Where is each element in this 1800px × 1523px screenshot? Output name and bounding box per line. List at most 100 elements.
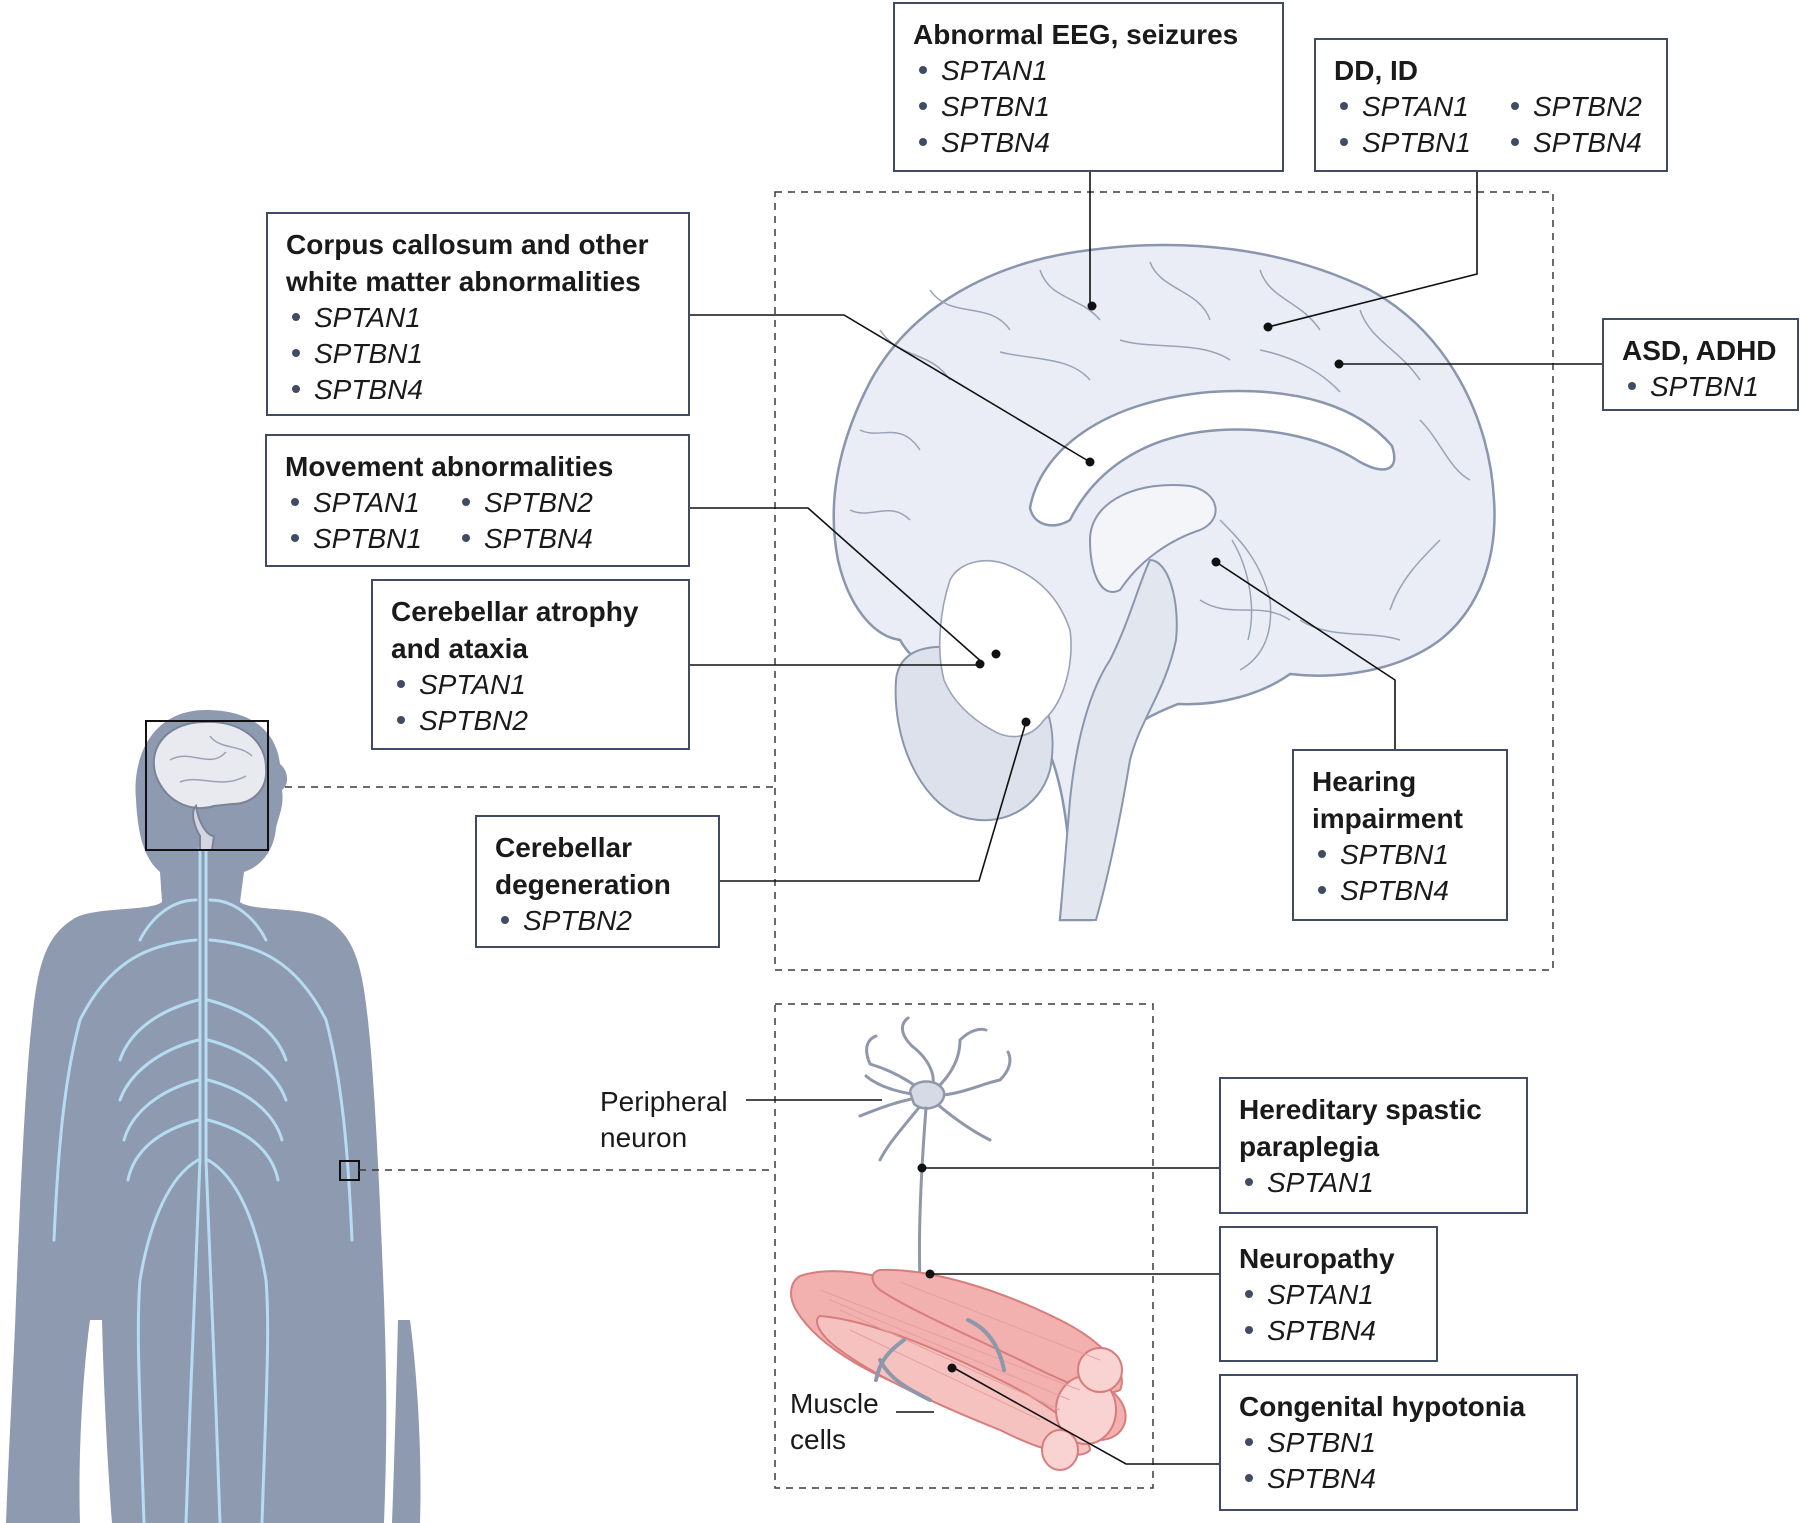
callout-title-line: Cerebellar (495, 832, 632, 863)
bullet-icon (1318, 849, 1326, 858)
gene-item: SPTBN4 (913, 125, 1264, 161)
gene-name: SPTBN1 (1362, 127, 1471, 158)
gene-item: SPTAN1 (913, 53, 1264, 89)
callout-hereditary-spastic-paraplegia: Hereditary spastic paraplegia SPTAN1 (1219, 1077, 1528, 1214)
gene-item: SPTBN1 (286, 336, 670, 372)
gene-name: SPTAN1 (941, 55, 1048, 86)
callout-title-line: impairment (1312, 803, 1463, 834)
callout-title-line: Hearing (1312, 766, 1417, 797)
gene-item: SPTBN4 (1239, 1313, 1418, 1349)
brain-sagittal-icon (832, 243, 1496, 922)
bullet-icon (1340, 101, 1348, 110)
gene-item: SPTBN1 (1239, 1425, 1558, 1461)
bullet-icon (919, 65, 927, 74)
callout-title: Movement abnormalities (285, 451, 614, 482)
bullet-icon (291, 533, 299, 542)
gene-list: SPTAN1 SPTBN2 SPTBN1 SPTBN4 (285, 485, 670, 557)
gene-item: SPTBN1 (285, 521, 422, 557)
gene-name: SPTAN1 (314, 302, 421, 333)
bullet-icon (397, 715, 405, 724)
gene-item: SPTBN1 (913, 89, 1264, 125)
gene-item: SPTBN4 (1239, 1461, 1558, 1497)
gene-item: SPTBN4 (456, 521, 593, 557)
bullet-icon (919, 101, 927, 110)
gene-item: SPTBN2 (495, 903, 700, 939)
gene-name: SPTBN2 (523, 905, 632, 936)
callout-title: Neuropathy (1239, 1243, 1395, 1274)
gene-name: SPTBN4 (314, 374, 423, 405)
callout-title-line: degeneration (495, 869, 671, 900)
gene-name: SPTBN4 (1267, 1463, 1376, 1494)
small-brain-icon (153, 720, 268, 851)
gene-list: SPTAN1 SPTBN4 (1239, 1277, 1418, 1349)
human-silhouette-icon (6, 710, 421, 1523)
callout-asd-adhd: ASD, ADHD SPTBN1 (1602, 318, 1799, 411)
leader-lines (689, 171, 1604, 1465)
gene-name: SPTAN1 (313, 487, 420, 518)
zoom-frames (285, 191, 1554, 1489)
head-zoom-box (145, 720, 269, 851)
bullet-icon (292, 348, 300, 357)
callout-eeg-seizures: Abnormal EEG, seizures SPTAN1 SPTBN1 SPT… (893, 2, 1284, 172)
bullet-icon (919, 137, 927, 146)
gene-item: SPTBN4 (286, 372, 670, 408)
callout-title-line: and ataxia (391, 633, 528, 664)
gene-list: SPTAN1 SPTBN1 SPTBN4 (286, 300, 670, 408)
gene-list: SPTAN1 SPTBN2 SPTBN1 SPTBN4 (1334, 89, 1648, 161)
gene-item: SPTBN2 (391, 703, 670, 739)
bullet-icon (397, 679, 405, 688)
callout-cerebellar-degeneration: Cerebellar degeneration SPTBN2 (475, 815, 720, 948)
gene-name: SPTBN1 (1650, 371, 1759, 402)
bullet-icon (1510, 101, 1519, 110)
gene-name: SPTBN2 (419, 705, 528, 736)
muscle-cells-label-line2: cells (790, 1424, 847, 1455)
callout-dd-id: DD, ID SPTAN1 SPTBN2 SPTBN1 SPTBN4 (1314, 38, 1668, 172)
bullet-icon (461, 533, 470, 542)
callout-congenital-hypotonia: Congenital hypotonia SPTBN1 SPTBN4 (1219, 1374, 1578, 1511)
callout-title: Abnormal EEG, seizures (913, 19, 1239, 50)
callout-cerebellar-atrophy: Cerebellar atrophy and ataxia SPTAN1 SPT… (371, 579, 690, 750)
gene-name: SPTBN2 (483, 487, 593, 518)
gene-item: SPTAN1 (286, 300, 670, 336)
gene-item: SPTBN2 (1505, 89, 1642, 125)
bullet-icon (1318, 885, 1326, 894)
leader-line-endpoints (917, 301, 1344, 1373)
gene-item: SPTBN4 (1312, 873, 1488, 909)
gene-name: SPTBN4 (1532, 127, 1642, 158)
gene-item: SPTAN1 (391, 667, 670, 703)
gene-name: SPTBN1 (1267, 1427, 1376, 1458)
callout-title-line: paraplegia (1239, 1131, 1380, 1162)
gene-name: SPTBN4 (1267, 1315, 1376, 1346)
gene-item: SPTAN1 (285, 485, 422, 521)
callout-title: DD, ID (1334, 55, 1418, 86)
gene-name: SPTBN4 (483, 523, 593, 554)
gene-list: SPTAN1 (1239, 1165, 1508, 1201)
gene-name: SPTBN1 (314, 338, 423, 369)
bullet-icon (501, 915, 509, 924)
gene-item: SPTBN1 (1334, 125, 1471, 161)
gene-name: SPTAN1 (1362, 91, 1469, 122)
gene-list: SPTBN1 SPTBN4 (1239, 1425, 1558, 1497)
muscle-cells-label: Muscle cells (790, 1386, 879, 1458)
bullet-icon (1245, 1177, 1253, 1186)
gene-item: SPTBN2 (456, 485, 593, 521)
gene-list: SPTBN1 (1622, 369, 1779, 405)
nervous-system-icon (52, 846, 354, 1523)
bullet-icon (1340, 137, 1348, 146)
bullet-icon (461, 497, 470, 506)
callout-title-line: white matter abnormalities (286, 266, 641, 297)
gene-name: SPTAN1 (1267, 1167, 1374, 1198)
callout-movement: Movement abnormalities SPTAN1 SPTBN2 SPT… (265, 434, 690, 567)
gene-name: SPTBN4 (1340, 875, 1449, 906)
neuron-icon (858, 1016, 1012, 1372)
callout-title-line: Hereditary spastic (1239, 1094, 1482, 1125)
gene-list: SPTAN1 SPTBN2 (391, 667, 670, 739)
gene-name: SPTAN1 (1267, 1279, 1374, 1310)
gene-item: SPTBN4 (1505, 125, 1642, 161)
bullet-icon (1245, 1437, 1253, 1446)
gene-item: SPTBN1 (1312, 837, 1488, 873)
muscle-cells-label-line1: Muscle (790, 1388, 879, 1419)
callout-neuropathy: Neuropathy SPTAN1 SPTBN4 (1219, 1226, 1438, 1362)
muscle-fibers-icon (790, 1268, 1127, 1471)
